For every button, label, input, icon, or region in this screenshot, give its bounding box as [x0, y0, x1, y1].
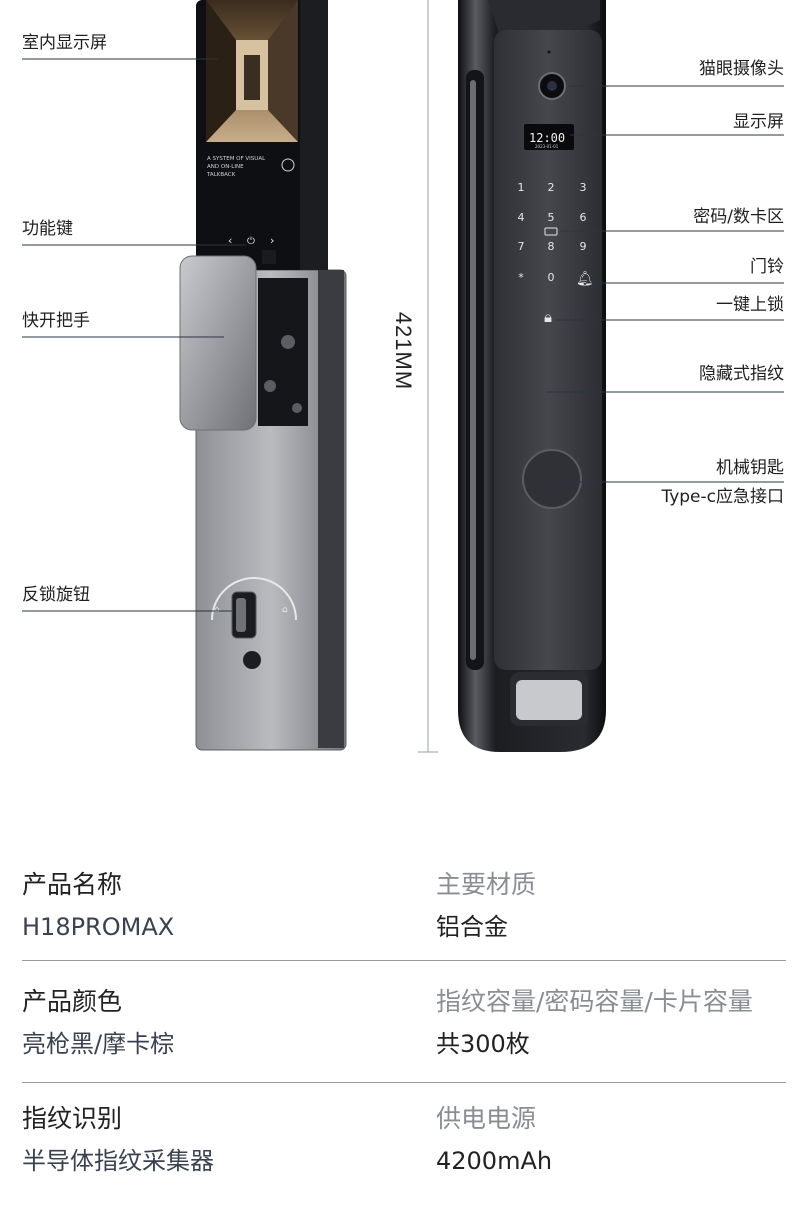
- dimension-label: 421MM: [391, 311, 416, 391]
- product-figure: A SYSTEM OF VISUAL AND ON-LINE TALKBACK …: [22, 0, 784, 753]
- spec-label: 指纹识别: [22, 1104, 123, 1133]
- spec-value: 4200mAh: [436, 1147, 553, 1175]
- svg-text:⌂: ⌂: [214, 605, 220, 615]
- spec-value: 半导体指纹采集器: [22, 1147, 214, 1175]
- callout-hidden-fingerprint: 隐藏式指纹: [699, 364, 784, 384]
- callout-one-key-lock: 一键上锁: [716, 295, 784, 315]
- key-3[interactable]: 3: [580, 181, 587, 194]
- doorbell-icon[interactable]: 🔔︎: [576, 271, 594, 287]
- knob-arc: [211, 577, 297, 621]
- svg-text:⌂: ⌂: [282, 605, 288, 615]
- lock-display-date: 2023-01-01: [535, 144, 559, 149]
- callout-function-keys: 功能键: [22, 219, 73, 239]
- callout-typec: Type-c应急接口: [661, 487, 784, 507]
- function-key-power-icon[interactable]: ⏻: [247, 236, 255, 247]
- key-4[interactable]: 4: [518, 211, 525, 224]
- indoor-lock: A SYSTEM OF VISUAL AND ON-LINE TALKBACK …: [179, 0, 347, 751]
- callout-display: 显示屏: [733, 112, 784, 132]
- spec-divider: [22, 960, 786, 961]
- spec-row: 指纹识别 半导体指纹采集器 供电电源 4200mAh: [22, 1104, 786, 1224]
- indoor-screen-caption-1: A SYSTEM OF VISUAL: [207, 156, 266, 162]
- outdoor-face-panel: [494, 30, 602, 670]
- indoor-screen-caption-3: TALKBACK: [206, 172, 236, 178]
- lock-illustration: A SYSTEM OF VISUAL AND ON-LINE TALKBACK …: [22, 0, 784, 753]
- spec-label: 产品颜色: [22, 987, 123, 1016]
- spec-label: 产品名称: [22, 870, 123, 899]
- key-star[interactable]: *: [518, 271, 524, 284]
- callout-mechanical-key: 机械钥匙: [716, 458, 784, 478]
- callout-peephole-camera: 猫眼摄像头: [699, 59, 784, 79]
- function-key-right[interactable]: ›: [270, 234, 274, 247]
- lock-display-time: 12:00: [529, 131, 565, 145]
- key-9[interactable]: 9: [580, 240, 587, 253]
- mechanical-keyhole-indoor: [243, 651, 261, 669]
- spec-label: 供电电源: [436, 1104, 537, 1133]
- callout-doorbell: 门铃: [750, 257, 784, 277]
- outdoor-lock: 12:00 2023-01-01 1 2 3 4 5 6 7 8 9 * 0 🔔…: [458, 0, 606, 752]
- indoor-screen-caption-2: AND ON-LINE: [207, 164, 244, 170]
- callout-quick-handle: 快开把手: [22, 311, 90, 331]
- key-8[interactable]: 8: [548, 240, 555, 253]
- spec-row: 产品颜色 亮枪黑/摩卡棕 指纹容量/密码容量/卡片容量 共300枚: [22, 987, 786, 1107]
- lock-display: [524, 124, 574, 150]
- spec-row: 产品名称 H18PROMAX 主要材质 铝合金: [22, 870, 786, 990]
- key-1[interactable]: 1: [518, 181, 525, 194]
- spec-label: 主要材质: [436, 870, 537, 899]
- spec-value: H18PROMAX: [22, 913, 175, 941]
- key-6[interactable]: 6: [580, 211, 587, 224]
- spec-value: 亮枪黑/摩卡棕: [22, 1030, 175, 1058]
- one-key-lock-icon[interactable]: 🔒︎: [544, 308, 552, 326]
- key-5[interactable]: 5: [548, 211, 555, 224]
- key-7[interactable]: 7: [518, 240, 525, 253]
- spec-divider: [22, 1082, 786, 1083]
- callout-anti-lock-knob: 反锁旋钮: [22, 585, 90, 605]
- key-0[interactable]: 0: [548, 271, 555, 284]
- leader-lines: [22, 58, 784, 612]
- key-2[interactable]: 2: [548, 181, 555, 194]
- callout-indoor-screen: 室内显示屏: [22, 33, 107, 53]
- mechanical-key-cover[interactable]: [522, 449, 582, 509]
- callout-password-card: 密码/数卡区: [693, 207, 784, 227]
- keypad[interactable]: 1 2 3 4 5 6 7 8 9 * 0: [518, 181, 587, 284]
- function-key-left[interactable]: ‹: [228, 234, 232, 247]
- spec-value: 共300枚: [436, 1030, 530, 1058]
- card-reader-icon: [544, 227, 558, 236]
- quick-open-handle[interactable]: [179, 255, 257, 431]
- spec-label: 指纹容量/密码容量/卡片容量: [436, 987, 753, 1016]
- touch-icon: [281, 158, 295, 172]
- spec-value: 铝合金: [436, 913, 508, 941]
